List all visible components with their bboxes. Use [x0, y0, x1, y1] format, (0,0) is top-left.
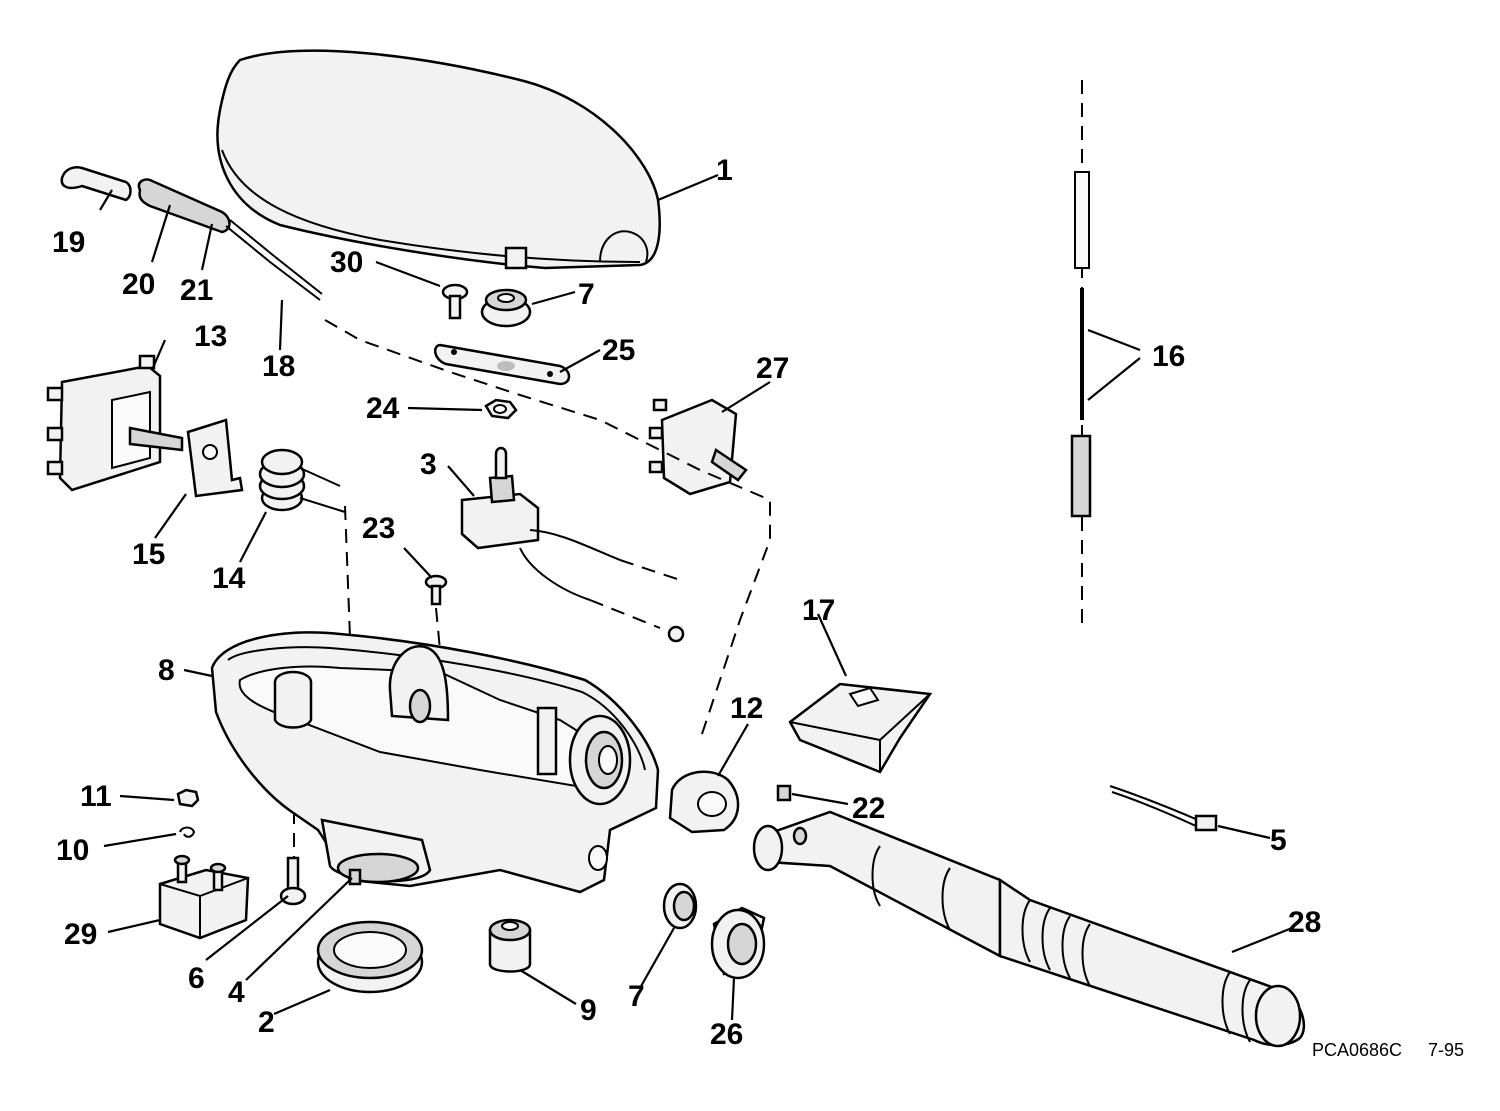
callout-2: 2 [258, 1006, 275, 1039]
callout-22: 22 [852, 792, 885, 825]
switch-bracket [186, 418, 244, 498]
callout-17: 17 [802, 594, 835, 627]
retaining-clip [788, 682, 933, 774]
callout-13: 13 [194, 320, 227, 353]
callout-25: 25 [602, 334, 635, 367]
screw-30 [441, 283, 469, 320]
set-screw-4 [348, 868, 362, 886]
hex-nut-24 [484, 398, 518, 420]
cable-tie [1109, 785, 1218, 832]
callout-26: 26 [710, 1018, 743, 1051]
callout-7-lower: 7 [628, 980, 645, 1013]
grommet-lower [662, 882, 698, 930]
switch-block [46, 354, 184, 492]
collar [710, 906, 766, 980]
top-cover [216, 49, 661, 270]
drawing-date: 7-95 [1428, 1040, 1464, 1060]
toggle-switch [460, 446, 685, 643]
callout-1: 1 [716, 154, 733, 187]
bearing-ring [316, 920, 424, 994]
screw-23 [424, 574, 448, 606]
callout-20: 20 [122, 268, 155, 301]
leader-lines [99, 173, 1293, 1021]
callout-18: 18 [262, 350, 295, 383]
callout-labels: 1 19 20 21 18 30 7 25 24 3 27 13 15 14 2… [52, 154, 1321, 1051]
callout-8: 8 [158, 654, 175, 687]
callout-16: 16 [1152, 340, 1185, 373]
drawing-footer: PCA0686C 7-95 [1312, 1040, 1464, 1060]
lower-housing [210, 631, 660, 894]
mounting-plate [433, 343, 571, 386]
grommet-upper [480, 288, 532, 328]
callout-30: 30 [330, 246, 363, 279]
lock-washer-10 [179, 826, 196, 838]
callout-19: 19 [52, 226, 85, 259]
callout-3: 3 [420, 448, 437, 481]
bushing [488, 918, 532, 973]
callout-29: 29 [64, 918, 97, 951]
callout-10: 10 [56, 834, 89, 867]
callout-5: 5 [1270, 824, 1287, 857]
coil-spring [258, 448, 346, 513]
callout-21: 21 [180, 274, 213, 307]
callout-15: 15 [132, 538, 165, 571]
wire-sleeve [60, 166, 132, 202]
tiller-shaft [752, 810, 1306, 1048]
callout-4: 4 [228, 976, 245, 1009]
callout-27: 27 [756, 352, 789, 385]
bolt-6 [279, 856, 307, 906]
drawing-code: PCA0686C [1312, 1040, 1402, 1060]
mount-bracket [668, 770, 740, 834]
callout-7-upper: 7 [578, 278, 595, 311]
hex-nut-11 [176, 788, 200, 808]
callout-24: 24 [366, 392, 400, 425]
callout-11: 11 [80, 780, 112, 813]
rocker-switch [648, 398, 748, 496]
fuse-holder [137, 178, 323, 301]
set-screw-22 [776, 784, 792, 802]
callout-12: 12 [730, 692, 763, 725]
wire-harness [1070, 80, 1092, 630]
callout-28: 28 [1288, 906, 1321, 939]
circuit-breaker [158, 854, 250, 940]
callout-14: 14 [212, 562, 246, 595]
callout-9: 9 [580, 994, 597, 1027]
callout-23: 23 [362, 512, 395, 545]
callout-6: 6 [188, 962, 205, 995]
